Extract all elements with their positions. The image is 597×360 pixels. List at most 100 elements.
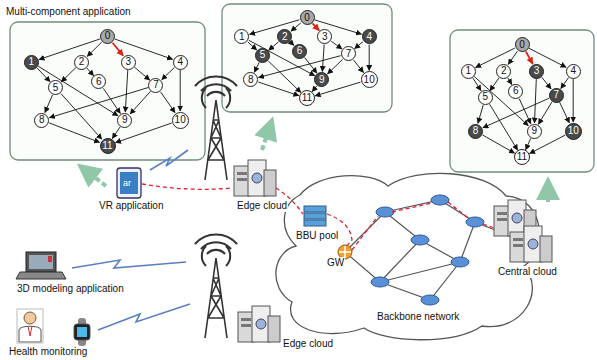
node-number: 9 (531, 125, 537, 137)
dependency-arrow (49, 88, 148, 118)
dependency-arrow (259, 56, 341, 78)
node-number: 5 (260, 49, 266, 61)
dependency-arrow (478, 105, 483, 123)
dependency-arrow (162, 68, 175, 80)
dependency-arrow (125, 70, 128, 112)
dependency-arrow (250, 20, 300, 35)
task-node: 0 (300, 10, 315, 25)
network-label: Central cloud (497, 266, 558, 278)
dependency-arrow (180, 70, 181, 111)
node-number: 8 (248, 74, 254, 86)
node-number: 10 (568, 125, 579, 137)
node-number: 3 (534, 65, 540, 77)
dependency-arrow (291, 42, 294, 45)
task-node: 5 (255, 48, 270, 63)
network-label: Edge cloud (236, 200, 288, 212)
dependency-arrow (134, 67, 149, 80)
network-label: GW (326, 257, 345, 269)
task-node: 3 (529, 64, 544, 79)
node-number: 9 (122, 114, 128, 126)
node-number: 4 (366, 31, 372, 43)
dependency-arrow (322, 45, 324, 72)
task-node: 8 (468, 124, 483, 139)
node-number: 7 (346, 48, 352, 60)
node-number: 8 (39, 114, 45, 126)
task-node: 11 (100, 138, 116, 154)
dependency-arrow (161, 92, 176, 113)
dependency-arrow (490, 104, 518, 150)
task-node: 4 (362, 29, 377, 44)
network-label: Edge cloud (282, 338, 334, 350)
task-node: 7 (549, 88, 564, 103)
node-number: 3 (322, 31, 328, 43)
node-number: 8 (473, 125, 479, 137)
node-number: 1 (466, 65, 472, 77)
dependency-arrow (49, 123, 99, 142)
task-node: 0 (515, 37, 530, 52)
dependency-arrow (305, 57, 317, 73)
node-number: 11 (102, 140, 112, 152)
node-number: 7 (153, 79, 159, 91)
node-number: 0 (519, 39, 525, 51)
network-label: Multi-component application (6, 6, 131, 18)
task-node: 10 (361, 71, 378, 88)
task-node: 6 (292, 44, 307, 59)
dependency-arrow (508, 78, 512, 85)
task-node: 3 (121, 55, 136, 70)
task-node: 4 (566, 64, 581, 79)
dependency-arrow (369, 45, 370, 71)
highlighted-arrow (113, 43, 124, 56)
dependency-arrow (538, 102, 552, 124)
task-node: 2 (496, 64, 511, 79)
icon-text: ar (123, 177, 131, 189)
dependency-arrow (542, 77, 551, 89)
node-number: 4 (570, 65, 576, 77)
dependency-arrow (45, 95, 53, 113)
node-number: 10 (175, 114, 186, 126)
dependency-arrow (353, 60, 363, 73)
node-number: 1 (29, 56, 35, 68)
node-number: 5 (53, 82, 59, 94)
node-number: 1 (239, 31, 245, 43)
dependency-arrow (258, 82, 299, 96)
dependency-arrow (87, 42, 102, 56)
task-node: 10 (565, 123, 582, 140)
node-number: 2 (79, 56, 85, 68)
dependency-arrow (254, 63, 259, 73)
dependency-arrow (331, 41, 342, 49)
network-label: VR application (98, 200, 164, 212)
task-node: 10 (172, 112, 189, 129)
node-number: 0 (304, 12, 310, 24)
node-number: 3 (125, 56, 131, 68)
dependency-arrow (573, 79, 574, 122)
network-label: Health monitoring (8, 346, 88, 358)
node-number: 6 (513, 85, 519, 97)
dependency-arrow (248, 42, 257, 50)
network-label: Backbone network (376, 311, 460, 323)
dependency-arrow (61, 94, 102, 140)
node-number: 5 (483, 91, 489, 103)
task-node: 9 (117, 113, 132, 128)
node-number: 0 (105, 30, 111, 42)
dependency-arrow (268, 61, 301, 93)
dependency-arrow (508, 51, 517, 64)
dependency-arrow (269, 42, 279, 51)
dependency-arrow (87, 68, 94, 76)
task-node: 2 (74, 55, 89, 70)
node-number: 7 (553, 89, 559, 101)
node-number: 6 (96, 76, 102, 88)
network-label: 3D modeling application (16, 283, 125, 295)
dependency-arrow (112, 127, 120, 139)
dependency-arrow (291, 23, 301, 32)
dependency-arrow (38, 66, 118, 116)
task-node: 9 (527, 124, 542, 139)
task-node: 8 (34, 113, 49, 128)
dependency-arrow (526, 138, 531, 149)
node-number: 11 (517, 151, 527, 163)
dependency-arrow (61, 68, 76, 82)
node-number: 6 (297, 45, 303, 57)
task-node: 1 (461, 64, 476, 79)
dependency-arrow (490, 78, 499, 91)
dependency-arrow (483, 135, 515, 153)
